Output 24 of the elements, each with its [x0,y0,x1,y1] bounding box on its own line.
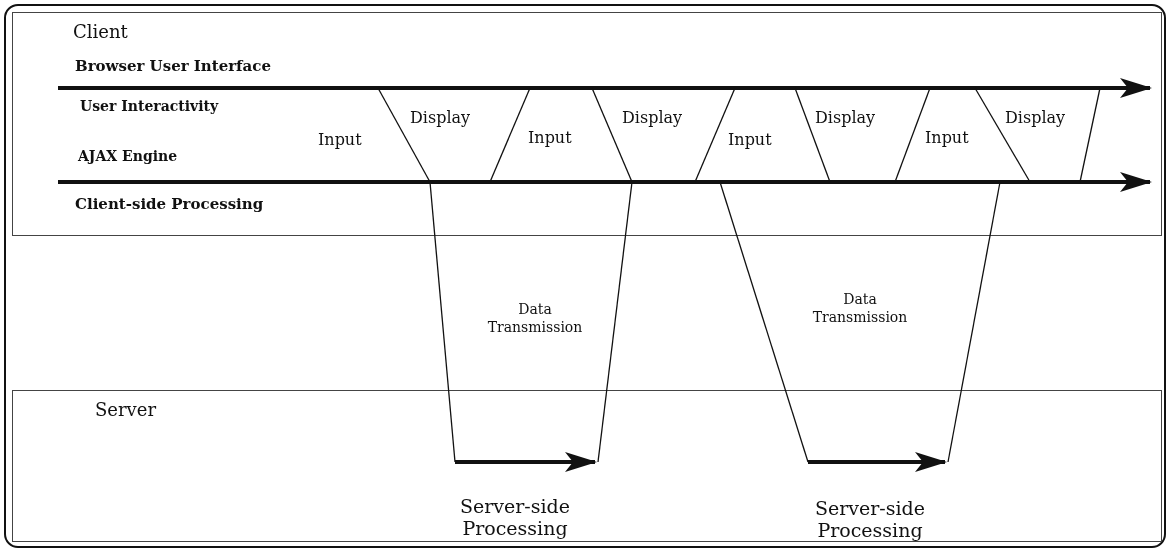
lane-label: Client-side Processing [75,195,264,213]
processing-label: Server-side Processing [813,498,927,542]
phase-label: Display [410,108,471,127]
swimlane-band [12,390,1162,542]
phase-label: Display [1005,108,1066,127]
transmission-line [719,181,809,463]
phase-label: Input [728,130,772,149]
phase-label: Input [318,130,362,149]
lane-label: Browser User Interface [75,57,271,75]
transmission-line [429,181,456,463]
lane-title: Server [95,399,156,420]
phase-label: Display [815,108,876,127]
phase-label: Input [528,128,572,147]
transmission-label: Data Transmission [486,300,584,337]
transmission-line [597,181,633,463]
transmission-label: Data Transmission [811,290,909,327]
phase-label: Display [622,108,683,127]
lane-label: AJAX Engine [78,148,178,164]
phase-label: Input [925,128,969,147]
swimlane-band [12,12,1162,236]
transmission-line [947,181,1001,463]
processing-label: Server-side Processing [458,496,572,540]
lane-label: User Interactivity [80,98,219,114]
lane-title: Client [73,21,128,42]
